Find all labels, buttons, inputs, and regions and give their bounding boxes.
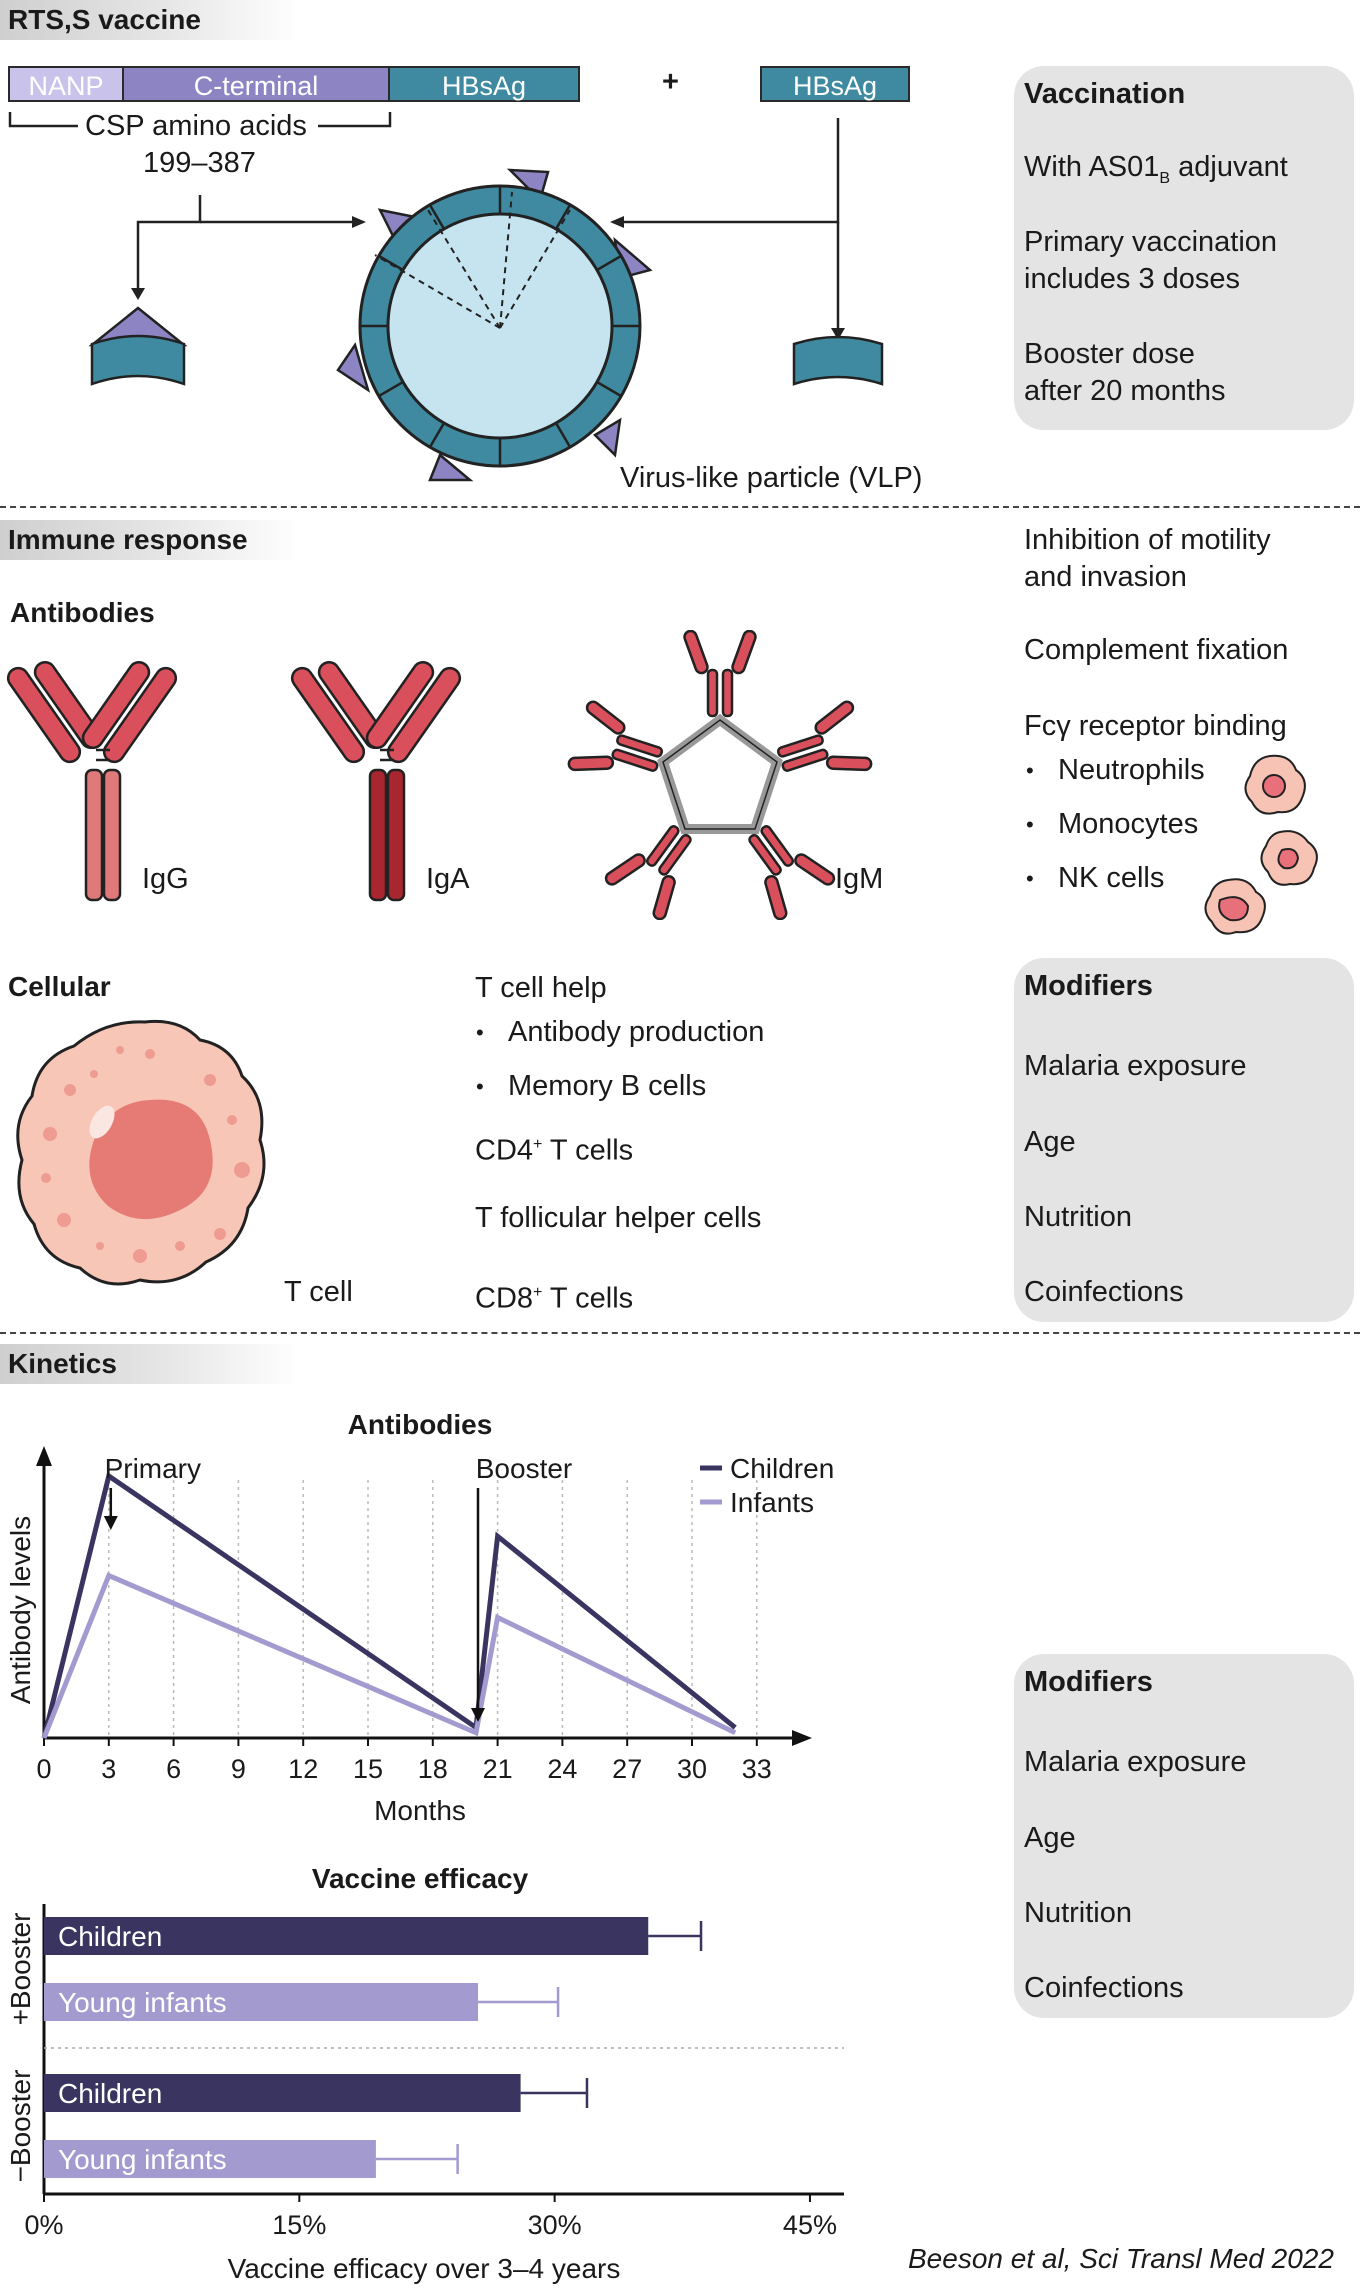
vlp-label: Virus-like particle (VLP) [620,462,923,494]
bar-children [44,2074,521,2112]
legend-label: Infants [730,1487,814,1518]
c-terminal-segment: C-terminal [122,66,390,102]
modifiers-panel-1 [1014,958,1354,1322]
x-axis-label: Vaccine efficacy over 3–4 years [228,2253,621,2284]
x-axis-arrow [792,1730,812,1746]
motility-line1: Inhibition of motility [1024,524,1271,556]
modifier-2-coinfections: Coinfections [1024,1972,1184,2004]
x-tick-label: 21 [483,1754,513,1784]
section-header-rtss: RTS,S vaccine [0,0,300,40]
cd8-text: CD8+ T cells [475,1282,634,1315]
motility-line2: and invasion [1024,561,1187,593]
booster-line1: Booster dose [1024,338,1195,370]
antibody-illustrations [6,630,873,920]
annotation-primary: Primary [105,1453,201,1484]
csp-label-line1: CSP amino acids [85,110,307,142]
fc-receptor-text: Fcγ receptor binding [1024,710,1287,742]
tfh-text: T follicular helper cells [475,1202,762,1234]
series-line-children [41,1471,737,1739]
complement-text: Complement fixation [1024,634,1289,666]
y-axis-label: Antibody levels [5,1516,36,1704]
group-label: +Booster [5,1913,36,2026]
x-tick-label: 0 [36,1754,51,1784]
x-tick-label: 33 [742,1754,772,1784]
bar-label: Children [58,1921,162,1952]
modifiers-panel-2 [1014,1654,1354,2018]
nanp-segment: NANP [8,66,124,102]
t-cell-label: T cell [284,1276,353,1308]
chart-title: Vaccine efficacy [312,1863,529,1894]
modifier-1-nutrition: Nutrition [1024,1201,1132,1233]
modifier-1-coinfections: Coinfections [1024,1276,1184,1308]
bar-label: Young infants [58,1987,227,2018]
primary-line1: Primary vaccination [1024,226,1278,258]
t-cell-illustration [16,1019,266,1286]
section-header-kinetics: Kinetics [0,1344,300,1384]
cd4-text: CD4+ T cells [475,1134,634,1167]
x-tick-label: 24 [547,1754,577,1784]
x-axis-label: Months [374,1795,466,1826]
divider-2 [0,1332,1360,1334]
x-tick-label: 9 [231,1754,246,1784]
bar-young-infants [44,2140,376,2178]
modifier-2-malaria: Malaria exposure [1024,1746,1247,1778]
x-tick-label: 30% [528,2210,582,2240]
adjuvant-text: With AS01B adjuvant [1024,151,1288,187]
annotation-arrowhead [103,1516,118,1530]
modifier-2-nutrition: Nutrition [1024,1897,1132,1929]
bar-label: Children [58,2078,162,2109]
igg-label: IgG [142,863,189,895]
x-tick-label: 15 [353,1754,383,1784]
x-tick-label: 45% [783,2210,837,2240]
cell-item-monocytes: Monocytes [1026,806,1198,843]
primary-line2: includes 3 doses [1024,263,1241,295]
booster-line2: after 20 months [1024,375,1226,407]
citation: Beeson et al, Sci Transl Med 2022 [908,2243,1334,2274]
help-item-antibody: Antibody production [476,1014,764,1051]
vlp-illustration [8,112,884,482]
cell-item-neutrophils: Neutrophils [1026,752,1205,789]
vaccination-panel [1014,66,1354,430]
chart-title: Antibodies [348,1409,493,1440]
plus-sign: + [662,66,679,98]
t-cell-help: T cell help [475,972,607,1004]
bar-label: Young infants [58,2144,227,2175]
immune-cells-icon [1204,754,1318,935]
help-item-memory-b: Memory B cells [476,1068,706,1105]
x-tick-label: 6 [166,1754,181,1784]
x-tick-label: 15% [272,2210,326,2240]
annotation-booster: Booster [476,1453,573,1484]
x-tick-label: 18 [418,1754,448,1784]
modifier-1-age: Age [1024,1126,1076,1158]
y-axis-arrow [36,1446,52,1466]
igm-label: IgM [835,863,884,895]
x-tick-label: 27 [612,1754,642,1784]
vaccine-efficacy-chart: Vaccine efficacy 0% 15% 30% 45% Vaccine effic… [5,1863,844,2284]
modifier-1-malaria: Malaria exposure [1024,1050,1247,1082]
iga-label: IgA [426,863,470,895]
x-tick-label: 12 [288,1754,318,1784]
x-tick-label: 3 [101,1754,116,1784]
section-header-immune: Immune response [0,520,300,560]
modifier-2-age: Age [1024,1822,1076,1854]
antibodies-title: Antibodies [10,597,155,628]
hbsag-segment: HBsAg [388,66,580,102]
modifiers-title-2: Modifiers [1024,1666,1153,1698]
bar-children [44,1917,649,1955]
legend-label: Children [730,1453,834,1484]
cellular-title: Cellular [8,971,111,1002]
cell-item-nk: NK cells [1026,860,1164,897]
divider-1 [0,506,1360,508]
annotation-arrowhead [471,1708,485,1722]
x-tick-label: 0% [24,2210,63,2240]
x-tick-label: 30 [677,1754,707,1784]
bar-young-infants [44,1983,479,2021]
modifiers-title-1: Modifiers [1024,970,1153,1002]
hbsag-segment-2: HBsAg [760,66,910,102]
group-label: −Booster [5,2070,36,2183]
vaccination-title: Vaccination [1024,78,1186,110]
csp-label-line2: 199–387 [143,147,256,179]
series-line-infants [41,1572,737,1739]
